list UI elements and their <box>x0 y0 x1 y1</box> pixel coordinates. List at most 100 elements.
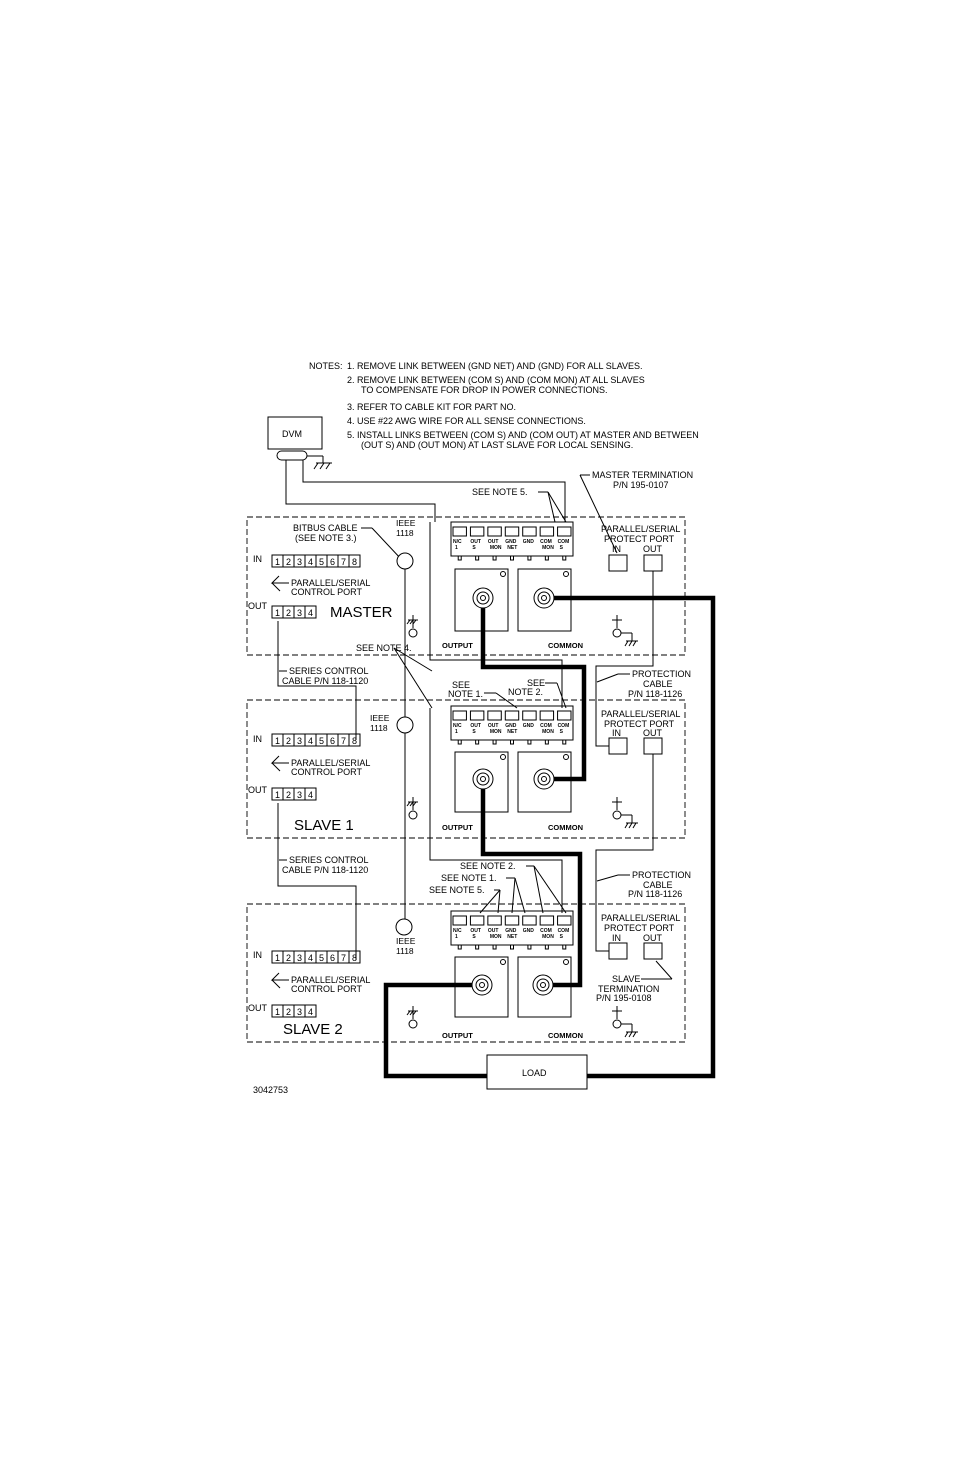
slave2-in-pin-number: 5 <box>319 953 324 963</box>
slave1-out-pin-number: 1 <box>275 790 280 800</box>
master-out-pin-number: 4 <box>308 608 313 618</box>
see-note-4: SEE NOTE 4. <box>356 643 412 653</box>
master-in-pin-number: 7 <box>341 557 346 567</box>
slave1-ps-protect-2: PROTECT PORT <box>604 719 675 729</box>
slave2-title: SLAVE 2 <box>283 1021 343 1038</box>
protection-cable-1-line-2: CABLE <box>643 679 673 689</box>
master-out-pin-number: 1 <box>275 608 280 618</box>
slave1-in-pin: 3 <box>293 733 306 747</box>
master-ieee-1: IEEE <box>396 518 416 528</box>
master-terminal: N/C1 <box>452 526 467 561</box>
master-in-pin: 8 <box>348 554 361 568</box>
master-terminal-sub: S <box>472 545 476 551</box>
slave2-terminal-sub: S <box>472 934 476 940</box>
slave2-protect-in-label: IN <box>612 933 621 943</box>
slave1-note-2: NOTE 2. <box>508 687 543 697</box>
slave1-terminal-name: COM <box>558 723 570 729</box>
slave2-output-label: OUTPUT <box>442 1031 473 1040</box>
slave2-in-pin-number: 4 <box>308 953 313 963</box>
slave1-terminal-name: OUT <box>470 723 481 729</box>
slave1-title: SLAVE 1 <box>294 817 354 834</box>
slave1-ps-control-2: CONTROL PORT <box>291 767 363 777</box>
slave1-see: SEE <box>452 680 470 690</box>
load-label: LOAD <box>522 1068 547 1078</box>
slave1-out-pin-number: 2 <box>286 790 291 800</box>
series-cable-2-line-1: SERIES CONTROL <box>289 855 369 865</box>
dvm-probe-connector <box>276 450 308 461</box>
master-see-note-5: SEE NOTE 5. <box>472 487 528 497</box>
slave1-terminal: COMMON <box>539 710 554 745</box>
slave1-output-label: OUTPUT <box>442 823 473 832</box>
note-2-line-2: TO COMPENSATE FOR DROP IN POWER CONNECTI… <box>361 385 608 395</box>
master-common-ground-icon <box>612 615 638 647</box>
slave2-ps-protect-1: PARALLEL/SERIAL <box>601 913 680 923</box>
slave1-protect-out-port <box>643 737 663 755</box>
slave1-out-pin: 4 <box>304 787 317 801</box>
slave1-protect-in-label: IN <box>612 728 621 738</box>
slave1-in-pin-number: 5 <box>319 736 324 746</box>
master-terminal: GND <box>522 526 537 561</box>
slave1-in-pin-number: 7 <box>341 736 346 746</box>
slave1-terminal: GND <box>522 710 537 745</box>
slave1-terminal: N/C1 <box>452 710 467 745</box>
master-terminal-sub: S <box>560 545 564 551</box>
slave-term-1: SLAVE <box>612 974 640 984</box>
slave2-terminal-sub: S <box>560 934 564 940</box>
signal-wiring <box>277 522 654 960</box>
slave2-terminal-sub: NET <box>507 934 517 940</box>
master-protect-in-port <box>608 554 628 572</box>
master-in-label: IN <box>253 554 262 564</box>
slave1-in-pin: 1 <box>271 733 284 747</box>
slave2-in-pin-number: 7 <box>341 953 346 963</box>
master-ps-protect-2: PROTECT PORT <box>604 534 675 544</box>
series-cable-2-line-2: CABLE P/N 118-1120 <box>282 865 368 875</box>
slave2-in-pin: 7 <box>337 950 350 964</box>
slave2-out-label: OUT <box>248 1003 268 1013</box>
master-ps-protect-1: PARALLEL/SERIAL <box>601 524 680 534</box>
slave1-note-1: NOTE 1. <box>448 689 483 699</box>
slave2-terminal-name: GND <box>523 928 535 934</box>
slave1-in-pin-number: 1 <box>275 736 280 746</box>
slave1-common-terminal <box>517 751 572 813</box>
slave1-terminal-sub: 1 <box>455 729 458 735</box>
slave2-in-pin: 2 <box>282 950 295 964</box>
slave1-common-ground-icon <box>612 797 638 829</box>
slave1-outline <box>246 699 686 839</box>
master-terminal-sub: NET <box>507 545 517 551</box>
master-out-pin: 2 <box>282 605 295 619</box>
master-in-pin: 7 <box>337 554 350 568</box>
slave1-out-pin-number: 4 <box>308 790 313 800</box>
master-terminal-sub: MON <box>490 545 502 551</box>
slave1-ieee-1: IEEE <box>370 713 390 723</box>
slave2-in-pin-number: 6 <box>330 953 335 963</box>
master-chassis-ground-icon <box>406 615 418 638</box>
protection-cable-2-line-2: CABLE <box>643 880 673 890</box>
slave1-out-pin-number: 3 <box>297 790 302 800</box>
master-protect-out-port <box>643 554 663 572</box>
master-in-pin: 6 <box>326 554 339 568</box>
master-terminal: COMMON <box>539 526 554 561</box>
note-5-line-2: (OUT S) AND (OUT MON) AT LAST SLAVE FOR … <box>361 440 633 450</box>
slave1-out-pin: 2 <box>282 787 295 801</box>
master-in-pin: 1 <box>271 554 284 568</box>
slave1-terminal-name: GND <box>523 723 535 729</box>
slave1-ieee-2: 1118 <box>370 723 388 733</box>
load-box <box>486 1054 588 1090</box>
master-terminal-sub: 1 <box>455 545 458 551</box>
master-terminal-sub: MON <box>542 545 554 551</box>
load: LOAD <box>486 1054 588 1090</box>
slave1-see-2: SEE <box>527 678 545 688</box>
master-out-pin-number: 3 <box>297 608 302 618</box>
slave2-terminal-name: OUT <box>488 928 499 934</box>
